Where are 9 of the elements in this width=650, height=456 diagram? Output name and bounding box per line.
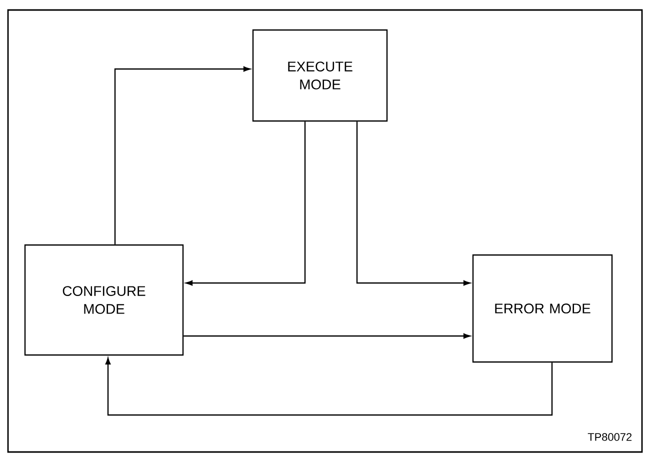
mode-box: EXECUTE MODE bbox=[252, 29, 388, 122]
figure-number: TP80072 bbox=[588, 433, 632, 441]
arrow bbox=[186, 122, 306, 286]
arrow bbox=[184, 333, 470, 339]
mode-box: ERROR MODE bbox=[472, 254, 613, 363]
arrow bbox=[105, 358, 553, 416]
arrow bbox=[356, 122, 470, 286]
mode-box: CONFIGURE MODE bbox=[24, 244, 184, 356]
arrow bbox=[114, 66, 250, 244]
